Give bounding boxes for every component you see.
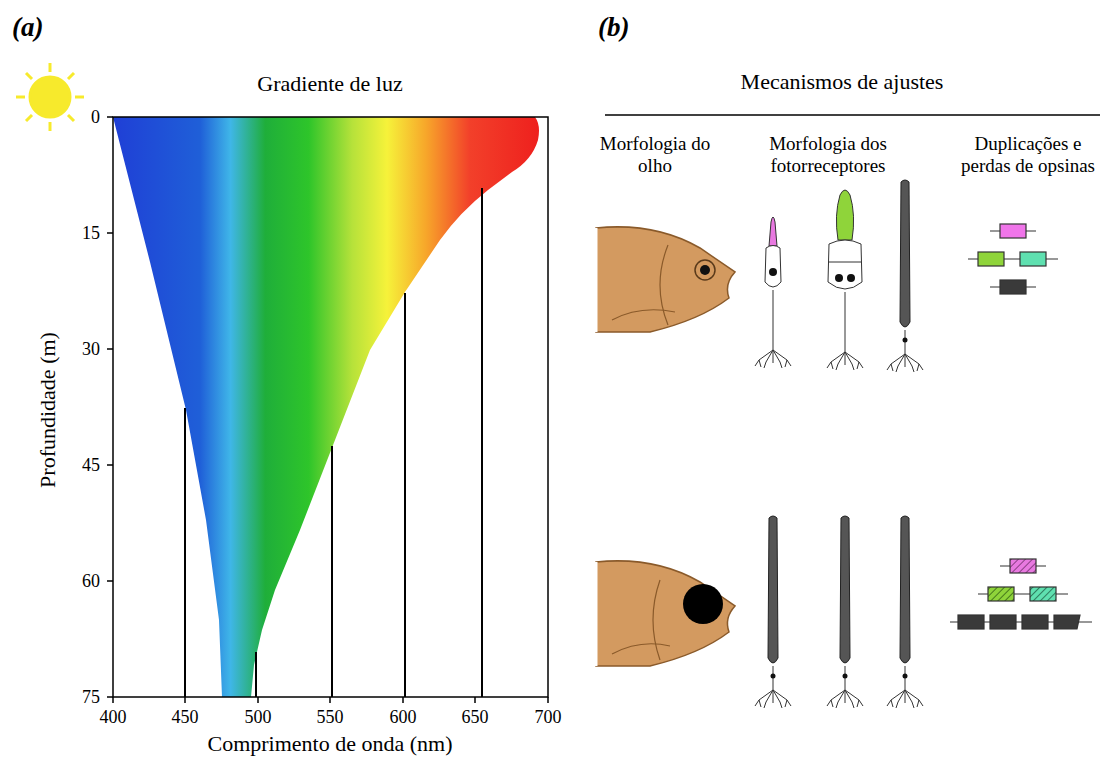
opsin-genes	[950, 559, 1092, 629]
tick-label: 450	[172, 707, 199, 728]
light-gradient	[113, 117, 539, 697]
panel-letter: (b)	[598, 12, 629, 43]
fish-large-eye	[596, 561, 735, 666]
column-header: Morfologia dos fotorreceptores	[753, 133, 903, 177]
tick-label: 500	[245, 707, 272, 728]
tick-label: 30	[82, 339, 100, 360]
rod	[755, 516, 791, 708]
panel-title: Mecanismos de ajustes	[741, 69, 944, 94]
single-cone	[755, 217, 791, 368]
tick-label: 400	[100, 707, 127, 728]
tick-label: 550	[317, 707, 344, 728]
chart-title: Gradiente de luz	[257, 71, 402, 96]
wavelength-lines	[185, 188, 482, 697]
tick-label: 75	[82, 687, 100, 708]
column-header: Duplicações e perdas de opsinas	[953, 133, 1103, 177]
tick-label: 60	[82, 571, 100, 592]
opsin-genes	[968, 224, 1058, 294]
tick-label: 15	[82, 223, 100, 244]
axis-title: Profundidade (m)	[35, 332, 60, 488]
rod	[887, 180, 923, 372]
tick-label: 600	[390, 707, 417, 728]
axis-title: Comprimento de onda (nm)	[207, 731, 452, 756]
fish-small-eye	[596, 227, 735, 332]
axes	[107, 117, 548, 703]
double-cone	[827, 190, 863, 370]
rod	[827, 516, 863, 708]
sun	[16, 63, 84, 131]
column-header: Morfologia do olho	[585, 133, 725, 177]
tick-label: 0	[91, 107, 100, 128]
tick-label: 650	[462, 707, 489, 728]
rod	[887, 516, 923, 708]
tick-label: 45	[82, 455, 100, 476]
tick-label: 700	[535, 707, 562, 728]
panel-letter: (a)	[12, 12, 43, 43]
